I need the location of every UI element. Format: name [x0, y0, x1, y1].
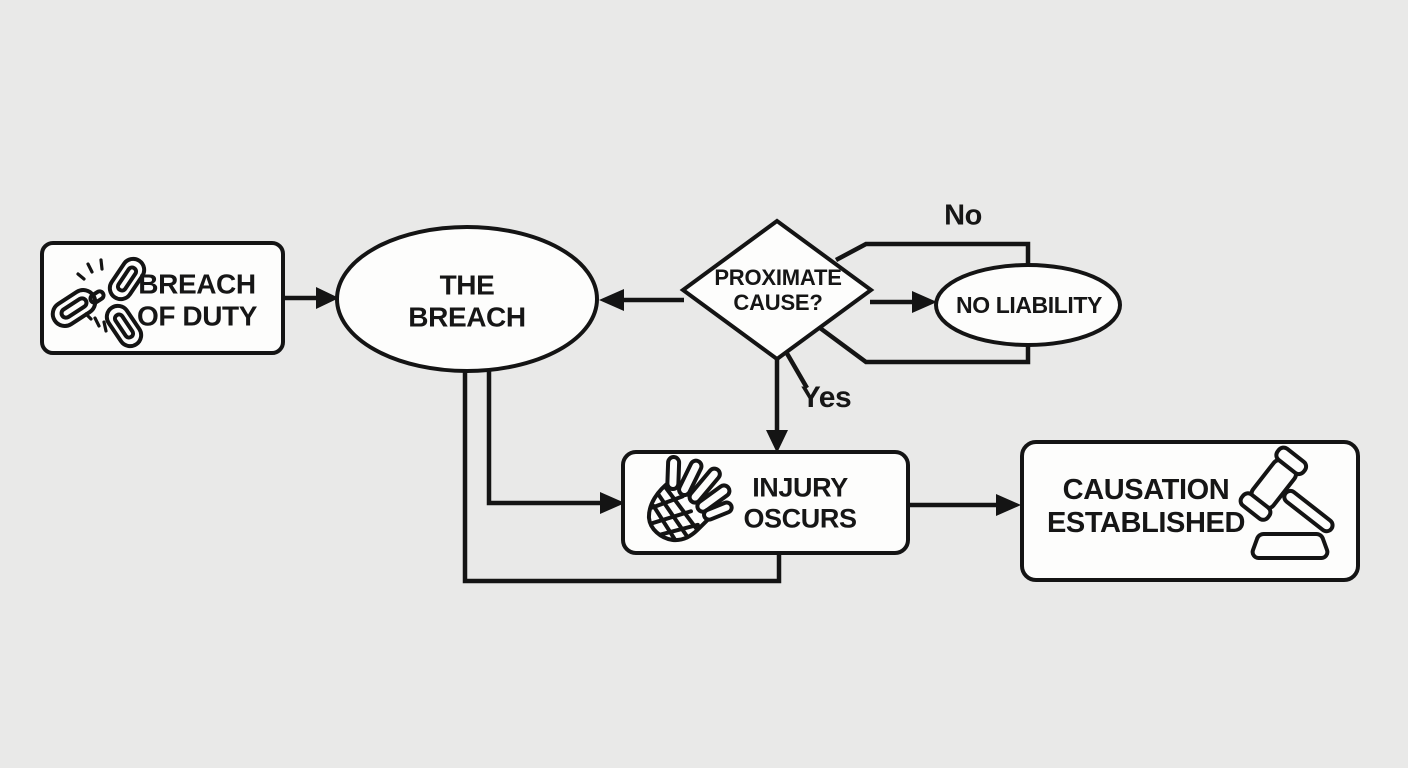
bandaged-hand-icon: [646, 455, 734, 543]
arrowhead: [600, 492, 625, 514]
edge-breach-to-injury-left: [486, 368, 625, 514]
yes-tick-mark: [783, 348, 809, 390]
no-branch-label: No: [944, 199, 982, 232]
yes-branch-label: Yes: [800, 381, 852, 415]
node-no-liability: [934, 263, 1122, 347]
the-breach-label: THE BREACH: [408, 269, 526, 332]
node-proximate-cause: [679, 218, 875, 362]
broken-chain-icon: [50, 256, 147, 349]
arrowhead: [912, 291, 937, 313]
edge-cause-to-breach: [599, 289, 684, 311]
edge-duty-to-breach: [283, 287, 339, 309]
node-the-breach: [335, 225, 599, 373]
proximate-cause-label: PROXIMATE CAUSE?: [714, 265, 842, 315]
breach-of-duty-label: BREACH OF DUTY: [136, 268, 258, 331]
edge-cause-to-injury: [766, 358, 788, 453]
gavel-icon: [1238, 445, 1335, 560]
arrowhead: [316, 287, 339, 309]
edge-no-bracket-bottom: [818, 326, 1031, 365]
injury-occurs-label: INJURY OSCURS: [743, 472, 857, 534]
edge-injury-to-causation: [908, 494, 1021, 516]
arrowhead: [599, 289, 624, 311]
causation-established-label: CAUSATION ESTABLISHED: [1046, 474, 1246, 539]
edge-breach-to-injury-bottom: [462, 368, 782, 584]
edge-cause-to-noliability: [870, 291, 937, 313]
edge-no-bracket-top: [834, 241, 1031, 268]
arrowhead: [766, 430, 788, 453]
no-liability-label: NO LIABILITY: [956, 292, 1102, 319]
arrowhead: [996, 494, 1021, 516]
